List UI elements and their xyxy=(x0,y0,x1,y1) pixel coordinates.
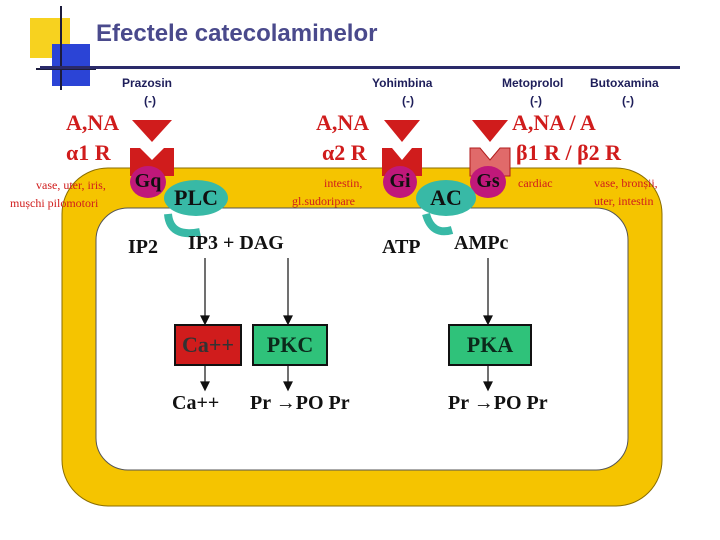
ac-substrate: ATP xyxy=(382,236,421,258)
ligand-alpha1: A,NA xyxy=(66,110,120,135)
decor-blue-square xyxy=(52,44,90,86)
yohimbina-inhibit-sign: (-) xyxy=(402,94,414,108)
page-title: Efectele catecolaminelor xyxy=(96,20,378,47)
drug-yohimbina: Yohimbina xyxy=(372,76,433,90)
decor-vertical-line xyxy=(60,6,62,90)
ca-output: Ca++ xyxy=(172,392,220,414)
tissues-alpha2-line2: gl.sudoripare xyxy=(292,194,355,208)
g-protein-gi xyxy=(383,166,417,198)
ca-box: Ca++ xyxy=(174,324,242,366)
ac-reaction-arrow xyxy=(422,212,454,236)
tissues-alpha1-line2: mușchi pilomotori xyxy=(10,196,99,210)
tissues-beta2-line2: uter, intestin xyxy=(594,194,654,208)
receptor-label-alpha2: α2 R xyxy=(322,140,367,165)
drug-butoxamina: Butoxamina xyxy=(590,76,659,90)
enzyme-label-plc: PLC xyxy=(174,185,218,210)
inhibitor-triangle-alpha1 xyxy=(132,120,172,142)
pka-box: PKA xyxy=(448,324,532,366)
receptor-label-alpha1: α1 R xyxy=(66,140,111,165)
plc-reaction-arrow xyxy=(164,213,201,238)
g-protein-label-gq: Gq xyxy=(134,170,162,192)
plc-substrate: IP2 xyxy=(128,236,158,258)
inhibitor-triangle-beta xyxy=(472,120,508,142)
plc-products: IP3 + DAG xyxy=(188,232,284,254)
tissue-beta1: cardiac xyxy=(518,176,553,190)
tissues-beta2-line1: vase, bronșii, xyxy=(594,176,658,190)
pka-output: Pr →PO Pr xyxy=(448,392,548,414)
enzyme-plc xyxy=(164,180,228,216)
cytoplasm xyxy=(95,207,629,471)
prazosin-inhibit-sign: (-) xyxy=(144,94,156,108)
enzyme-label-ac: AC xyxy=(430,185,462,210)
ligand-alpha2: A,NA xyxy=(316,110,370,135)
g-protein-label-gs: Gs xyxy=(476,170,500,192)
title-underline xyxy=(40,66,680,69)
decor-horizontal-line xyxy=(36,68,96,70)
ligand-beta: A,NA / A xyxy=(512,110,596,135)
g-protein-gq xyxy=(130,166,166,198)
receptor-label-beta: β1 R / β2 R xyxy=(516,140,622,165)
tissues-alpha1-line1: vase, uter, iris, xyxy=(36,178,106,192)
metoprolol-inhibit-sign: (-) xyxy=(530,94,542,108)
g-protein-label-gi: Gi xyxy=(389,170,411,192)
drug-metoprolol: Metoprolol xyxy=(502,76,564,90)
ac-product: AMPc xyxy=(454,232,509,254)
inhibitor-triangle-alpha2 xyxy=(384,120,420,142)
pkc-output: Pr →PO Pr xyxy=(250,392,350,414)
pkc-box: PKC xyxy=(252,324,328,366)
drug-prazosin: Prazosin xyxy=(122,76,173,90)
tissues-alpha2-line1: intestin, xyxy=(324,176,363,190)
enzyme-ac xyxy=(416,180,476,216)
butoxamina-inhibit-sign: (-) xyxy=(622,94,634,108)
g-protein-gs xyxy=(470,166,506,198)
